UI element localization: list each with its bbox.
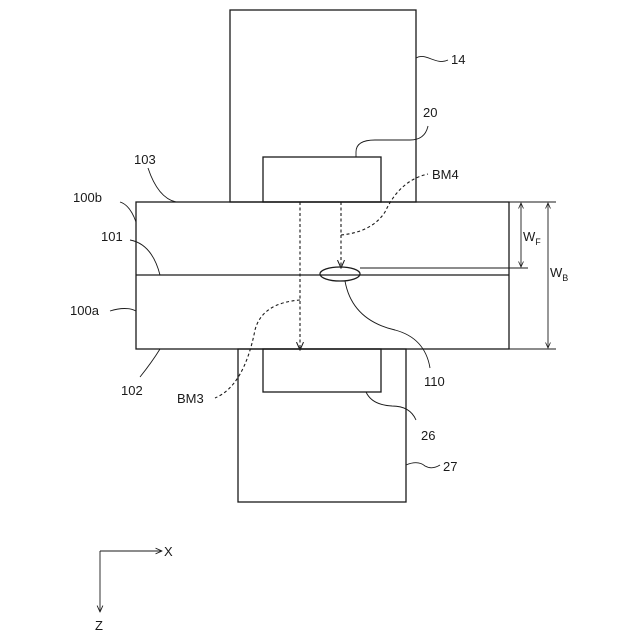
leader-103 (148, 168, 176, 202)
label-101: 101 (101, 229, 123, 244)
z-axis-label: Z (95, 618, 103, 633)
upper-inner-block-20 (263, 157, 381, 202)
label-110: 110 (424, 374, 445, 389)
label-103: 103 (134, 152, 156, 167)
x-axis-label: X (164, 544, 173, 559)
label-wb: WB (550, 265, 568, 283)
leader-bm4 (341, 174, 428, 235)
label-102: 102 (121, 383, 143, 398)
lower-inner-block-26 (263, 349, 381, 392)
leader-100b (120, 202, 136, 222)
leader-101 (130, 240, 160, 275)
leader-20 (356, 126, 428, 157)
label-14: 14 (451, 52, 465, 67)
label-100a: 100a (70, 303, 100, 318)
label-26: 26 (421, 428, 435, 443)
leader-26 (366, 392, 416, 420)
label-20: 20 (423, 105, 437, 120)
focal-spot-110 (320, 267, 360, 281)
upper-block-14 (230, 10, 416, 202)
label-27: 27 (443, 459, 457, 474)
leader-27 (406, 463, 440, 468)
label-100b: 100b (73, 190, 102, 205)
leader-110 (345, 281, 430, 368)
label-bm3: BM3 (177, 391, 204, 406)
leader-102 (140, 349, 160, 377)
leader-100a (110, 309, 136, 312)
label-wf: WF (523, 229, 541, 247)
leader-14 (416, 56, 448, 61)
label-bm4: BM4 (432, 167, 459, 182)
